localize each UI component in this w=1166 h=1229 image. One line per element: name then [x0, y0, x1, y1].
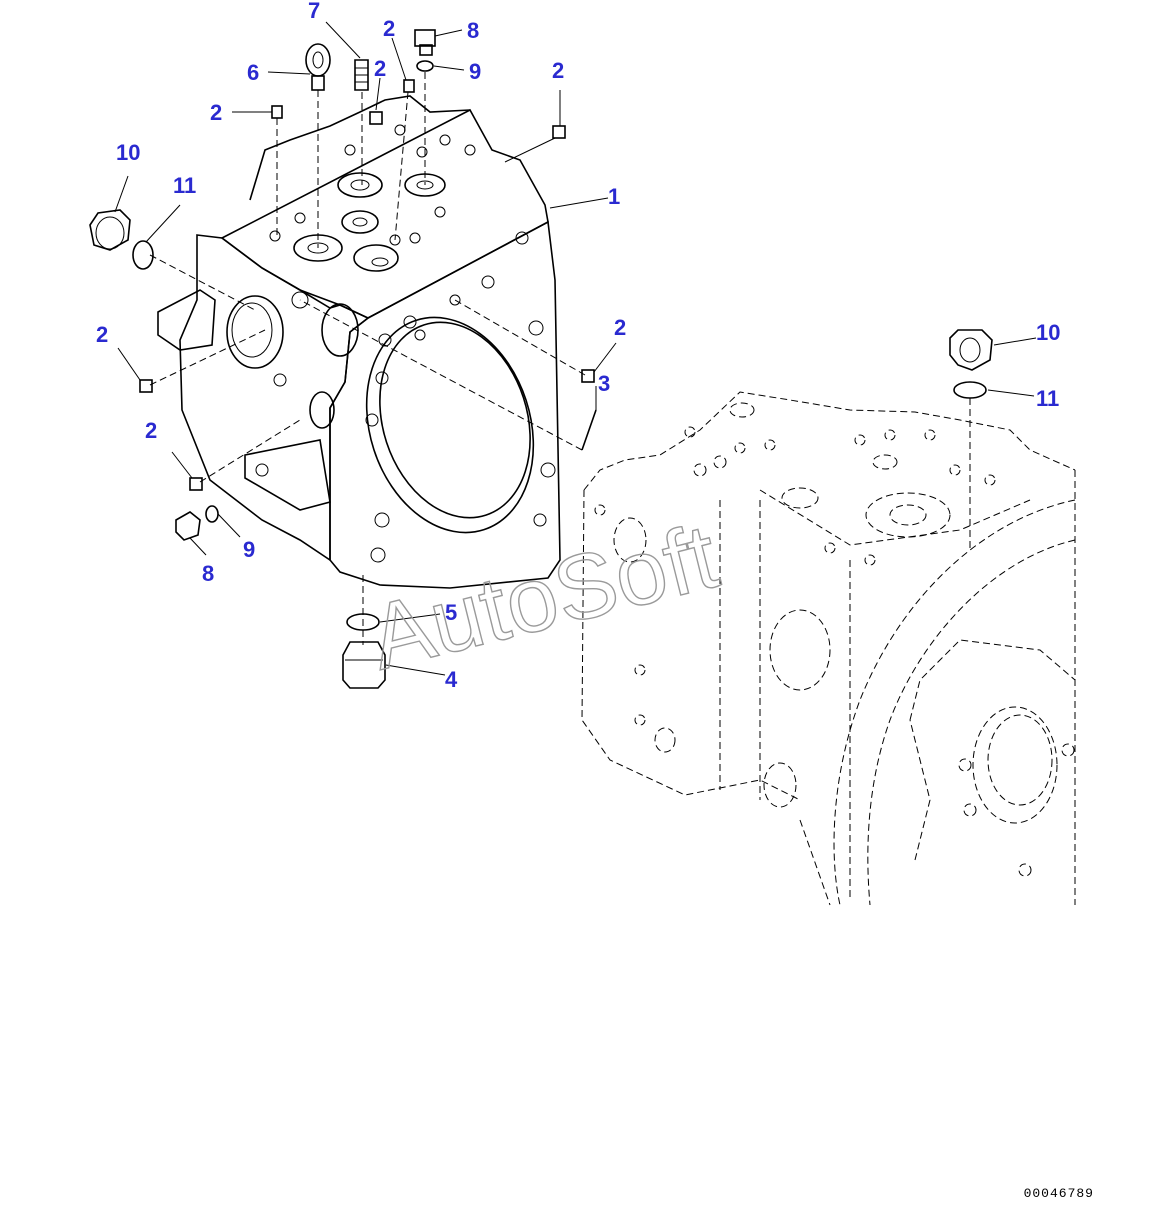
- callout-1: 1: [608, 184, 620, 209]
- leader-lines: [114, 21, 1037, 676]
- callout-7: 7: [308, 0, 320, 23]
- callout-2: 2: [210, 100, 222, 125]
- callout-10: 10: [116, 140, 140, 165]
- assembly-lines: [149, 72, 971, 645]
- callout-2: 2: [374, 56, 386, 81]
- watermark-text: AutoSoft: [360, 505, 727, 689]
- callout-2: 2: [552, 58, 564, 83]
- callout-2: 2: [383, 16, 395, 41]
- callout-9: 9: [469, 59, 481, 84]
- callouts: 7 6 2 2 8 9 2 2 1 10 11 2 2 3 2 9 8 5 4 …: [96, 0, 1060, 692]
- callout-8: 8: [202, 561, 214, 586]
- callout-11: 11: [173, 173, 196, 198]
- callout-4: 4: [445, 667, 458, 692]
- callout-6: 6: [247, 60, 259, 85]
- callout-11: 11: [1036, 386, 1059, 411]
- callout-8: 8: [467, 18, 479, 43]
- callout-10: 10: [1036, 320, 1060, 345]
- callout-5: 5: [445, 600, 457, 625]
- callout-3: 3: [598, 371, 610, 396]
- drawing-number: 00046789: [1023, 1186, 1094, 1201]
- callout-2: 2: [145, 418, 157, 443]
- pump-assembly-reference: [581, 391, 1076, 906]
- callout-2: 2: [96, 322, 108, 347]
- callout-2: 2: [614, 315, 626, 340]
- callout-9: 9: [243, 537, 255, 562]
- small-parts: [89, 29, 993, 689]
